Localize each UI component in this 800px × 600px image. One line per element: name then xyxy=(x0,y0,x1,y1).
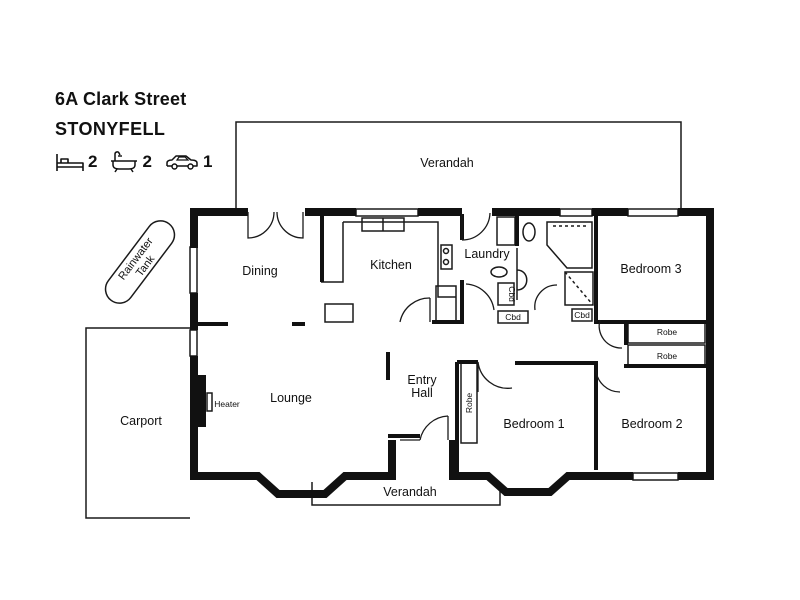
label-dining: Dining xyxy=(242,264,277,278)
window-bedroom2 xyxy=(632,472,679,481)
wall-north-bed3-b xyxy=(678,208,714,480)
carport-outline xyxy=(85,327,190,519)
rear-verandah-outline xyxy=(235,121,682,210)
label-verandah-rear: Verandah xyxy=(420,156,474,170)
bed-icon xyxy=(56,154,84,171)
small-labels: Heater Robe Robe Robe Cbd Cbd Cbd xyxy=(214,286,677,413)
room-labels: Verandah Dining Kitchen Laundry Bedroom … xyxy=(120,156,682,499)
bathrooms-count: 2 xyxy=(142,152,152,171)
window-bathroom xyxy=(559,208,593,217)
rainwater-tank xyxy=(104,220,176,304)
label-laundry: Laundry xyxy=(464,247,510,261)
window-west-lower xyxy=(189,329,198,357)
label-kitchen: Kitchen xyxy=(370,258,412,272)
wall-bed1-west xyxy=(455,360,478,472)
door-rear-dining-left xyxy=(247,211,275,239)
door-rear-dining-right xyxy=(276,211,304,239)
label-heater: Heater xyxy=(214,399,240,409)
cupboard-laundry-side xyxy=(497,282,515,306)
bedrooms-feature: 2 xyxy=(55,151,97,173)
label-cbd-bath: Cbd xyxy=(574,310,590,320)
kitchen-bench xyxy=(321,221,456,298)
bath-tub xyxy=(546,221,593,269)
wall-west-lower xyxy=(190,356,396,498)
property-features: 2 2 1 xyxy=(55,150,224,174)
vanity xyxy=(516,248,528,300)
bathrooms-feature: 2 xyxy=(109,150,152,174)
window-west-upper xyxy=(189,246,198,294)
label-entry: Entry xyxy=(407,373,437,387)
toilet-bath xyxy=(522,222,536,242)
cooktop xyxy=(440,244,453,270)
label-robe-b2: Robe xyxy=(657,351,678,361)
label-verandah-front: Verandah xyxy=(383,485,437,499)
toilet-laundry xyxy=(490,266,508,278)
cupboard-bath xyxy=(571,308,593,322)
shower xyxy=(564,271,594,306)
wall-north-dining xyxy=(190,208,248,248)
listing-header: 6A Clark Street STONYFELL 2 2 xyxy=(55,88,224,174)
label-robe-b3: Robe xyxy=(657,327,678,337)
laundry-trough xyxy=(496,216,516,246)
door-bed3 xyxy=(595,300,623,349)
external-walls xyxy=(190,208,714,498)
window-kitchen xyxy=(355,208,419,217)
heater-alcove xyxy=(194,375,206,427)
wall-bed1-north xyxy=(515,361,598,470)
property-suburb: STONYFELL xyxy=(55,119,166,139)
car-icon xyxy=(166,155,198,170)
door-front-entry xyxy=(419,415,449,441)
label-bedroom1: Bedroom 1 xyxy=(503,417,564,431)
property-address: 6A Clark Street xyxy=(55,89,187,109)
car-spaces-feature: 1 xyxy=(164,152,212,172)
label-cbd-laundry-side: Cbd xyxy=(507,286,517,302)
door-laundry-south xyxy=(465,283,495,311)
island-unit xyxy=(324,303,354,323)
door-bed2 xyxy=(595,369,621,393)
door-swings xyxy=(247,211,623,441)
label-bedroom2: Bedroom 2 xyxy=(621,417,682,431)
door-bed1 xyxy=(477,361,513,392)
heater xyxy=(206,392,213,412)
label-carport: Carport xyxy=(120,414,162,428)
door-bath xyxy=(534,284,558,311)
fridge-space xyxy=(435,285,457,323)
cupboard-laundry xyxy=(497,310,529,324)
label-robe-b1: Robe xyxy=(464,393,474,414)
label-bedroom3: Bedroom 3 xyxy=(620,262,681,276)
label-hall: Hall xyxy=(411,386,433,400)
car-spaces-count: 1 xyxy=(202,152,213,171)
bedrooms-count: 2 xyxy=(88,152,98,171)
wall-south-bed2 xyxy=(449,440,633,496)
door-kitchen-entry xyxy=(399,297,431,323)
door-laundry-north xyxy=(461,212,491,241)
label-lounge: Lounge xyxy=(270,391,312,405)
window-bedroom3 xyxy=(627,208,679,217)
bath-icon xyxy=(111,151,138,173)
label-cbd-laundry: Cbd xyxy=(505,312,521,322)
